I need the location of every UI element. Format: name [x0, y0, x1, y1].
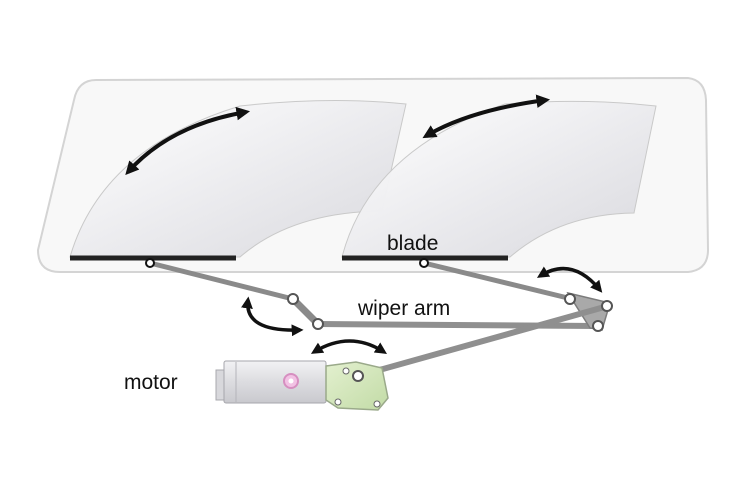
- right-wiped-area: [341, 100, 657, 258]
- left-crank-arrow: [241, 296, 304, 337]
- right-crank-arrow: [536, 266, 603, 293]
- drive-rod: [355, 303, 611, 379]
- right-arm-pivot: [564, 293, 576, 305]
- motor-body: [223, 360, 327, 404]
- connecting-rod: [315, 321, 601, 329]
- motor-rotation-arrow: [310, 339, 387, 354]
- motor-crank-pivot: [352, 370, 364, 382]
- left-wiped-area: [69, 99, 407, 258]
- right-blade-pivot: [419, 258, 429, 268]
- left-crank-pivot: [312, 318, 324, 330]
- left-wiper-arm: [147, 260, 296, 302]
- right-wiper-arm: [421, 260, 575, 302]
- right-crank-pivot-top: [601, 300, 613, 312]
- blade-label: blade: [387, 232, 439, 255]
- motor-gear-housing: [325, 361, 389, 411]
- right-sweep-arrow: [422, 94, 551, 139]
- left-arm-pivot: [287, 293, 299, 305]
- motor-assembly: [215, 360, 389, 411]
- right-crank-pivot-bottom: [592, 320, 604, 332]
- left-sweep-arrow: [125, 106, 251, 176]
- motor-label: motor: [124, 371, 178, 394]
- wiper-arm-label: wiper arm: [358, 297, 451, 320]
- left-blade-pivot: [145, 258, 155, 268]
